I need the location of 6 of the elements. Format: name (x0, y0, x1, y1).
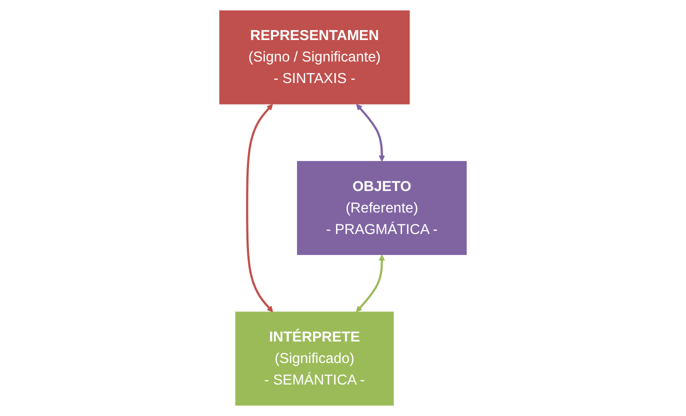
arrow (246, 104, 274, 312)
arrow (356, 254, 386, 312)
node-box: REPRESENTAMEN (Signo / Significante) - SINTAXIS - (219, 10, 410, 104)
node-box: OBJETO (Referente) - PRAGMÁTICA - (297, 161, 467, 255)
node-box: INTÉRPRETE (Significado) - SEMÁNTICA - (235, 312, 394, 406)
arrow (356, 104, 386, 162)
